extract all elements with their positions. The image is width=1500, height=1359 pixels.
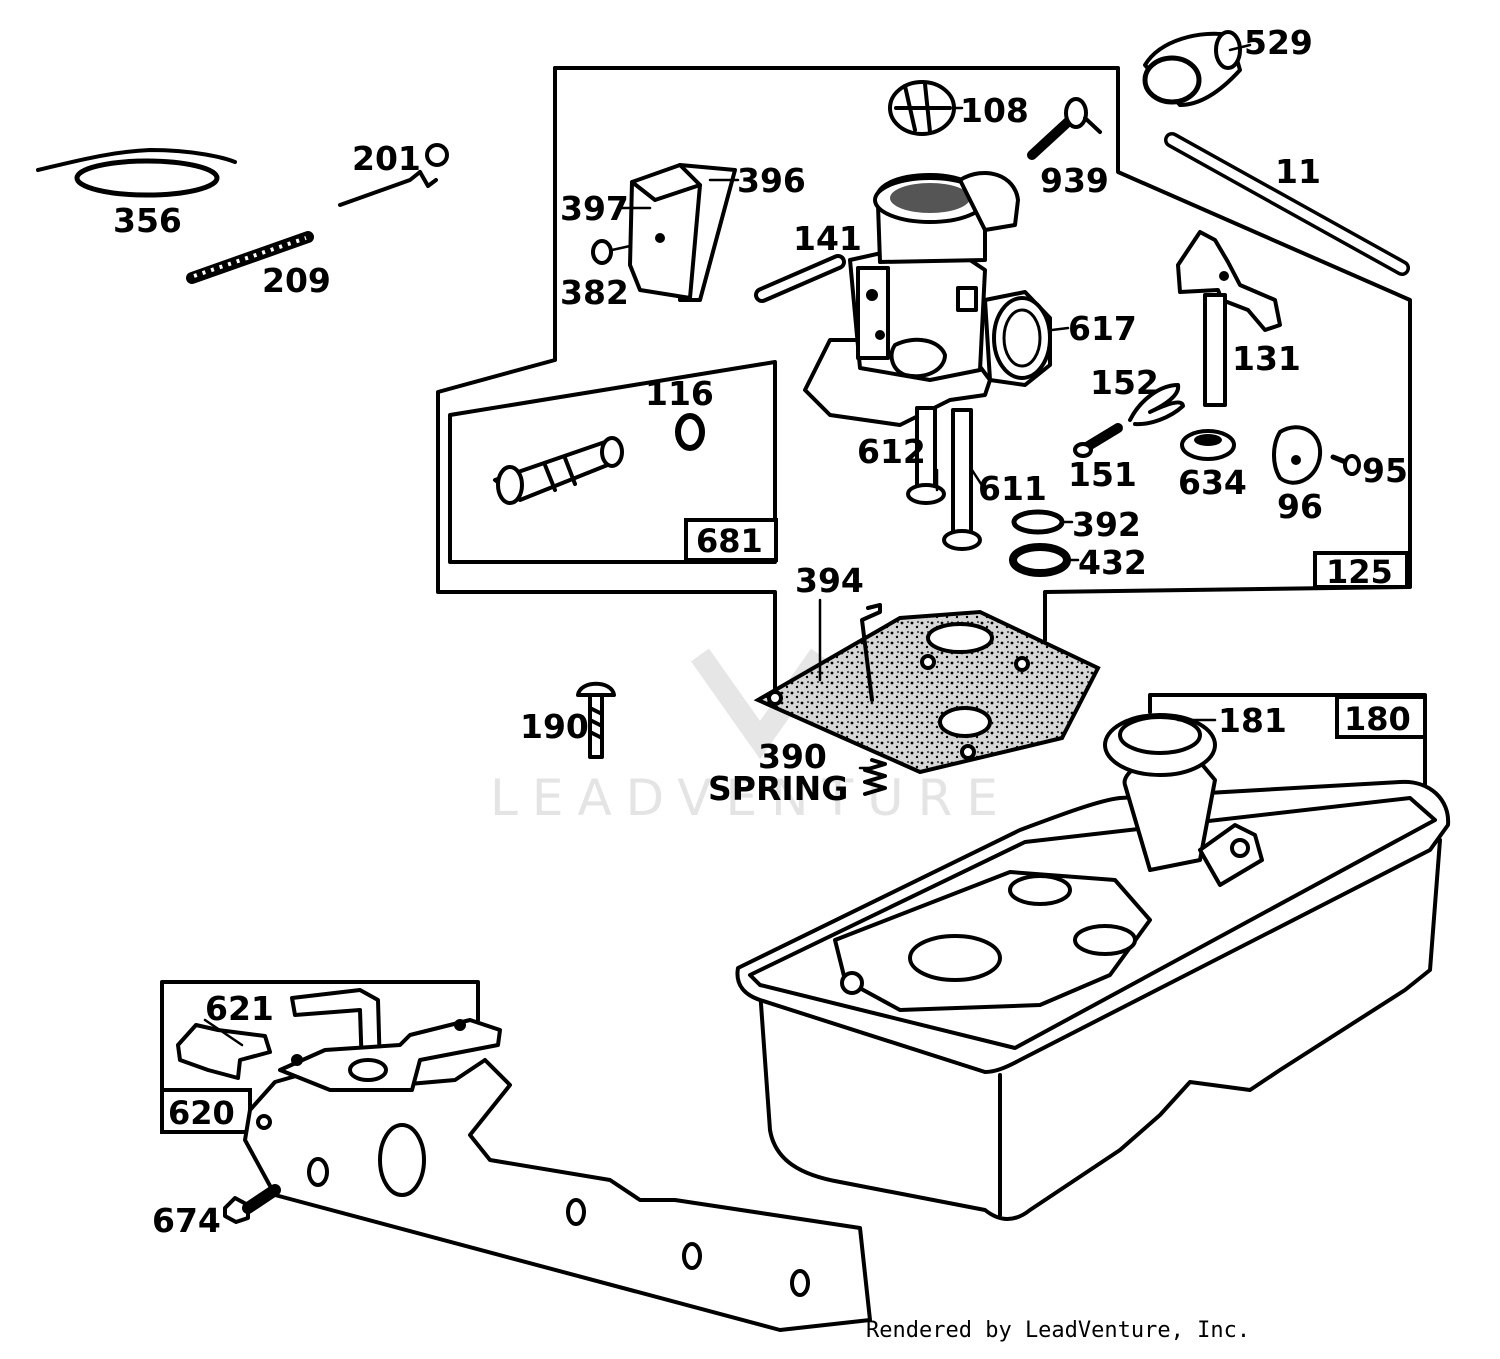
label-617: 617: [1068, 309, 1137, 348]
kit-620-box: [160, 980, 480, 1134]
label-116: 116: [645, 374, 714, 413]
watermark-text: LEADVENTURE: [490, 769, 1012, 827]
kit-180-box: [1148, 693, 1427, 802]
box-labels: 681 125 180 620: [168, 522, 1411, 1132]
carburetor-body: [803, 170, 1052, 427]
part-392-432-seals: [1009, 509, 1071, 577]
leader-lines: [203, 43, 1252, 1047]
kit-125-outline: [436, 66, 1412, 692]
label-390: 390: [758, 737, 827, 776]
label-201: 201: [352, 139, 421, 178]
label-152: 152: [1090, 363, 1159, 402]
label-674: 674: [152, 1201, 221, 1240]
part-151-screw: [1073, 423, 1123, 458]
label-11: 11: [1275, 152, 1321, 191]
part-96-95-clip: [1272, 425, 1361, 485]
part-labels: 529 108 939 11 396 397 382 141 617 131 1…: [113, 23, 1408, 1240]
part-201-link: [338, 143, 449, 207]
kit-681-box: [448, 360, 778, 564]
part-108-choke: [888, 80, 956, 136]
label-394: 394: [795, 561, 864, 600]
part-356-gasket: [36, 148, 237, 198]
label-396: 396: [737, 161, 806, 200]
label-634: 634: [1178, 463, 1247, 502]
part-180-fuel-tank: [735, 713, 1451, 1221]
label-621: 621: [205, 989, 274, 1028]
label-181: 181: [1218, 701, 1287, 740]
part-674-bolt: [223, 1184, 281, 1224]
part-141-pin: [754, 254, 846, 303]
label-209: 209: [262, 261, 331, 300]
part-11-fuel-line: [1164, 132, 1410, 276]
label-392: 392: [1072, 505, 1141, 544]
part-939-screw: [1027, 97, 1102, 160]
label-96: 96: [1277, 487, 1323, 526]
label-397: 397: [560, 189, 629, 228]
part-190-screw: [576, 681, 616, 759]
label-spring: SPRING: [708, 769, 848, 808]
box-label-180: 180: [1344, 700, 1411, 738]
label-151: 151: [1068, 455, 1137, 494]
label-95: 95: [1362, 451, 1408, 490]
label-356: 356: [113, 201, 182, 240]
label-131: 131: [1232, 339, 1301, 378]
box-label-125: 125: [1326, 553, 1393, 591]
part-634-washer: [1180, 429, 1236, 461]
part-209-spring: [186, 231, 314, 284]
box-label-620: 620: [168, 1094, 235, 1132]
part-131-throttle: [1176, 230, 1282, 407]
label-190: 190: [520, 707, 589, 746]
label-529: 529: [1244, 23, 1313, 62]
label-611: 611: [978, 469, 1047, 508]
label-382: 382: [560, 273, 629, 312]
part-529-boot: [1142, 30, 1242, 107]
part-612-611-pipes: [906, 406, 982, 551]
label-432: 432: [1078, 543, 1147, 582]
part-152-spring: [1128, 383, 1185, 427]
part-681-valve: [493, 436, 624, 505]
label-612: 612: [857, 432, 926, 471]
part-394-gasket: [753, 603, 1101, 775]
label-108: 108: [960, 91, 1029, 130]
part-620-bracket: [176, 988, 872, 1332]
part-390-spring: [863, 758, 887, 796]
box-label-681: 681: [696, 522, 763, 560]
label-141: 141: [793, 219, 862, 258]
label-939: 939: [1040, 161, 1109, 200]
render-credit: Rendered by LeadVenture, Inc.: [866, 1318, 1251, 1343]
part-396-397-filter: [591, 163, 737, 302]
part-116-ring: [675, 413, 705, 451]
